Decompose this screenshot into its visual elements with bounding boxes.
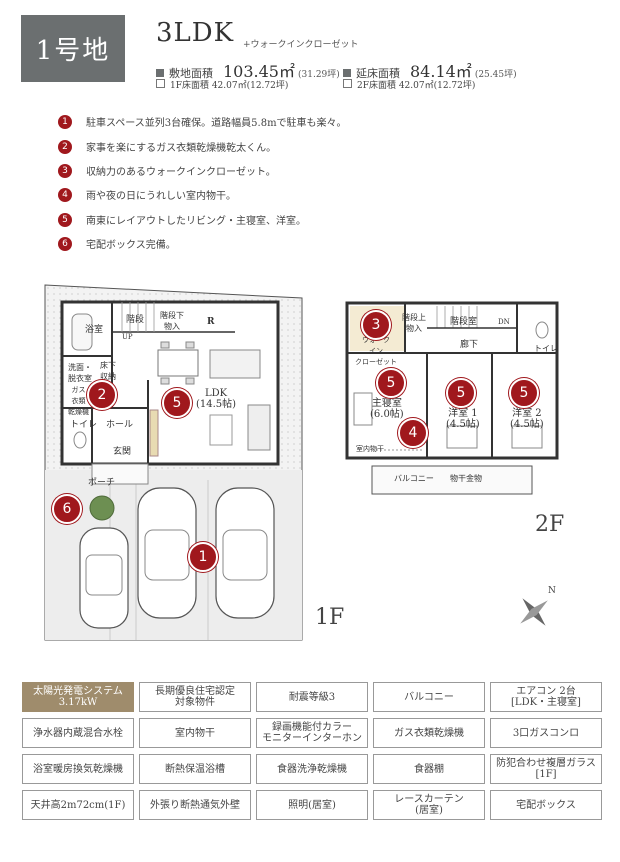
floor-area-value: 84.14㎡ — [410, 62, 472, 81]
marker-2: 2 — [87, 380, 117, 410]
room-toilet-2f: トイレ — [534, 344, 558, 353]
floor-area-label: 延床面積 — [356, 67, 400, 80]
marker-1: 1 — [188, 542, 218, 572]
option-badge: 食器棚 — [373, 754, 485, 784]
option-badge: 浄水器内蔵混合水栓 — [22, 718, 134, 748]
f2-area-row: 2F床面積 42.07㎡(12.72坪) — [343, 78, 475, 91]
marker-5: 5 — [162, 388, 192, 418]
room-toilet: トイレ — [70, 420, 98, 430]
room-master: 主寝室 (6.0帖) — [370, 398, 404, 420]
option-badge: 防犯合わせ複層ガラス [1F] — [490, 754, 602, 784]
room-dn: DN — [498, 318, 510, 326]
site-area-label: 敷地面積 — [169, 67, 213, 80]
feature-number: 1 — [58, 114, 72, 129]
floor-area-tsubo: (25.45坪) — [474, 70, 517, 80]
feature-text: 駐車スペース並列3台確保。道路幅員5.8mで駐車も楽々。 — [86, 118, 347, 129]
room-hall: ホール — [106, 420, 134, 430]
floor-label-2f: 2F — [535, 512, 565, 537]
room-stairs: 階段 — [126, 315, 145, 325]
option-badge: 3口ガスコンロ — [490, 718, 602, 748]
room-western-1: 洋室 1 (4.5帖) — [446, 408, 480, 430]
option-badge: 室内物干 — [139, 718, 251, 748]
room-porch: ポーチ — [88, 478, 116, 488]
option-badge: 録画機能付カラー モニターインターホン — [256, 718, 368, 748]
site-area-value: 103.45㎡ — [223, 62, 295, 81]
option-badge: 長期優良住宅認定 対象物件 — [139, 682, 251, 712]
marker-5: 5 — [446, 378, 476, 408]
feature-item: 6 宅配ボックス完備。 — [58, 236, 176, 251]
option-badge: 耐震等級3 — [256, 682, 368, 712]
feature-text: 南東にレイアウトしたリビング・主寝室、洋室。 — [86, 216, 306, 227]
feature-item: 2 家事を楽にするガス衣類乾燥機乾太くん。 — [58, 139, 276, 154]
room-wic: ウォーク イン クローゼット — [355, 336, 397, 366]
option-badge: 宅配ボックス — [490, 790, 602, 820]
marker-5: 5 — [376, 368, 406, 398]
f1-area-row: 1F床面積 42.07㎡(12.72坪) — [156, 78, 288, 91]
marker-5: 5 — [509, 378, 539, 408]
room-up: UP — [122, 333, 133, 341]
feature-text: 宅配ボックス完備。 — [86, 240, 176, 251]
empty-square-icon — [156, 79, 165, 88]
room-indoor-dry: 室内物干 — [356, 445, 384, 453]
feature-text: 家事を楽にするガス衣類乾燥機乾太くん。 — [86, 143, 277, 154]
option-badge: 断熱保温浴槽 — [139, 754, 251, 784]
empty-square-icon — [343, 79, 352, 88]
room-ldk: LDK (14.5帖) — [196, 388, 237, 410]
floor-label-1f: 1F — [315, 605, 345, 630]
compass-north-label: N — [548, 586, 556, 596]
feature-text: 雨や夜の日にうれしい室内物干。 — [86, 191, 236, 202]
floor-area-row: 延床面積 84.14㎡ (25.45坪) — [343, 58, 517, 82]
floor-plan-1f — [44, 284, 303, 641]
room-fridge: R — [207, 317, 215, 327]
option-badge: レースカーテン (居室) — [373, 790, 485, 820]
feature-text: 収納力のあるウォークインクローゼット。 — [86, 167, 276, 178]
option-badge: 食器洗浄乾燥機 — [256, 754, 368, 784]
lot-number: 1号地 — [35, 36, 111, 66]
compass-icon — [520, 598, 548, 626]
feature-number: 6 — [58, 236, 72, 251]
feature-number: 3 — [58, 163, 72, 178]
feature-item: 3 収納力のあるウォークインクローゼット。 — [58, 163, 276, 178]
plan-type-extra: +ウォークインクローゼット — [243, 40, 359, 50]
option-badge: 照明(居室) — [256, 790, 368, 820]
f1-area: 1F床面積 42.07㎡(12.72坪) — [170, 81, 289, 91]
room-balcony: バルコニー — [394, 474, 434, 483]
lot-number-badge: 1号地 — [21, 15, 125, 82]
room-under-stairs: 階段下 物入 — [160, 311, 184, 331]
option-badge: 天井高2m72cm(1F) — [22, 790, 134, 820]
feature-number: 5 — [58, 212, 72, 227]
option-badge: エアコン 2台 [LDK・主寝室] — [490, 682, 602, 712]
site-area-tsubo: (31.29坪) — [298, 70, 340, 80]
room-gas-dryer: ガス 衣類 乾燥機 — [68, 386, 89, 416]
room-western-2: 洋室 2 (4.5帖) — [510, 408, 544, 430]
room-bath: 浴室 — [85, 325, 104, 335]
option-badge: 浴室暖房換気乾燥機 — [22, 754, 134, 784]
room-washroom: 洗面・ 脱衣室 — [68, 363, 92, 383]
room-entrance: 玄関 — [113, 447, 132, 457]
room-corridor: 廊下 — [460, 340, 479, 350]
feature-item: 5 南東にレイアウトしたリビング・主寝室、洋室。 — [58, 212, 306, 227]
marker-3: 3 — [361, 310, 391, 340]
site-area-row: 敷地面積 103.45㎡ (31.29坪) — [156, 58, 340, 82]
room-stair-room: 階段室 — [450, 317, 478, 327]
filled-square-icon — [156, 69, 164, 77]
room-dry-rack: 物干金物 — [450, 474, 482, 483]
option-badge: ガス衣類乾燥機 — [373, 718, 485, 748]
feature-number: 2 — [58, 139, 72, 154]
room-under-stairs-2f: 階段上 物入 — [402, 313, 426, 333]
filled-square-icon — [343, 69, 351, 77]
marker-6: 6 — [52, 494, 82, 524]
plan-type: 3LDK — [156, 18, 235, 48]
feature-item: 4 雨や夜の日にうれしい室内物干。 — [58, 187, 236, 202]
room-floor-storage: 床下 収納 — [100, 361, 116, 381]
f2-area: 2F床面積 42.07㎡(12.72坪) — [357, 81, 476, 91]
feature-item: 1 駐車スペース並列3台確保。道路幅員5.8mで駐車も楽々。 — [58, 114, 347, 129]
option-badge: 外張り断熱通気外壁 — [139, 790, 251, 820]
option-badge: バルコニー — [373, 682, 485, 712]
feature-number: 4 — [58, 187, 72, 202]
marker-4: 4 — [398, 418, 428, 448]
option-badge: 太陽光発電システム 3.17kW — [22, 682, 134, 712]
